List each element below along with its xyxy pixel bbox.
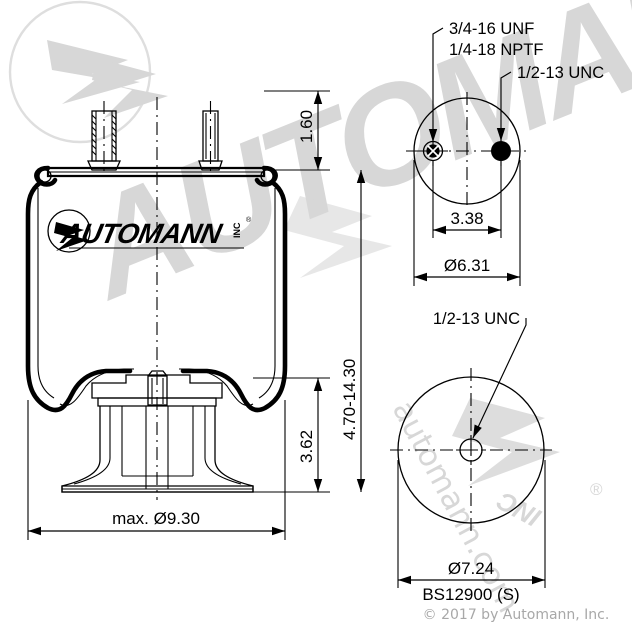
mount-stud-hole [456,435,486,465]
dimension-label-max-diameter: max. Ø9.30 [112,509,200,528]
dimension-label-3-62: 3.62 [297,430,316,463]
dimension-3-38: 3.38 [432,160,502,238]
callout-label-stud: 1/2-13 UNC [517,64,604,82]
copyright-notice: © 2017 by Automann, Inc. [423,607,610,623]
dimension-label-3-38: 3.38 [450,209,483,228]
top-view-bead-plate: 3/4-16 UNF 1/4-18 NPTF 1/2-13 UNC 3.38 Ø… [406,20,604,286]
watermark-registered-mark: ® [590,480,603,499]
dimension-label-1-60: 1.60 [297,110,316,143]
automann-logo-registered: ® [246,216,252,224]
callout-label-mount-stud: 1/2-13 UNC [433,310,520,328]
piston-center-bolt [147,370,168,406]
bead-plate [34,165,278,187]
callout-label-air-port-nptf: 1/4-18 NPTF [449,41,543,59]
dimension-max-diameter: max. Ø9.30 [27,400,286,540]
mounting-stud-right [198,101,223,171]
dimension-label-diameter-6-31: Ø6.31 [444,256,490,275]
watermark-logo-topleft [8,0,168,144]
automann-logo: AUTOMANN INC ® [47,209,252,253]
dimension-3-62: 3.62 [253,377,330,493]
watermark-chevrons [284,196,560,486]
dimension-label-diameter-7-24: Ø7.24 [448,559,494,578]
callout-label-air-port-unf: 3/4-16 UNF [449,20,534,38]
automann-logo-inc: INC [232,222,242,238]
automann-logo-text: AUTOMANN [58,217,225,249]
main-air-spring-view: AUTOMANN INC ® [25,90,366,540]
dimension-stroke-range: 4.70-14.30 [340,170,366,492]
callout-mount-stud: 1/2-13 UNC [433,310,527,439]
callout-air-port: 3/4-16 UNF 1/4-18 NPTF [428,20,543,142]
dimension-1-60: 1.60 [264,90,330,171]
dimension-label-stroke-range: 4.70-14.30 [340,359,359,440]
callout-stud: 1/2-13 UNC [496,64,604,141]
piston-assembly [59,368,254,493]
dimension-diameter-7-24: Ø7.24 [397,460,546,588]
dimension-diameter-6-31: Ø6.31 [413,160,521,286]
part-number-label: BS12900 (S) [422,585,519,604]
bottom-view-piston: 1/2-13 UNC Ø7.24 [390,310,552,588]
bellows-body [25,179,288,413]
